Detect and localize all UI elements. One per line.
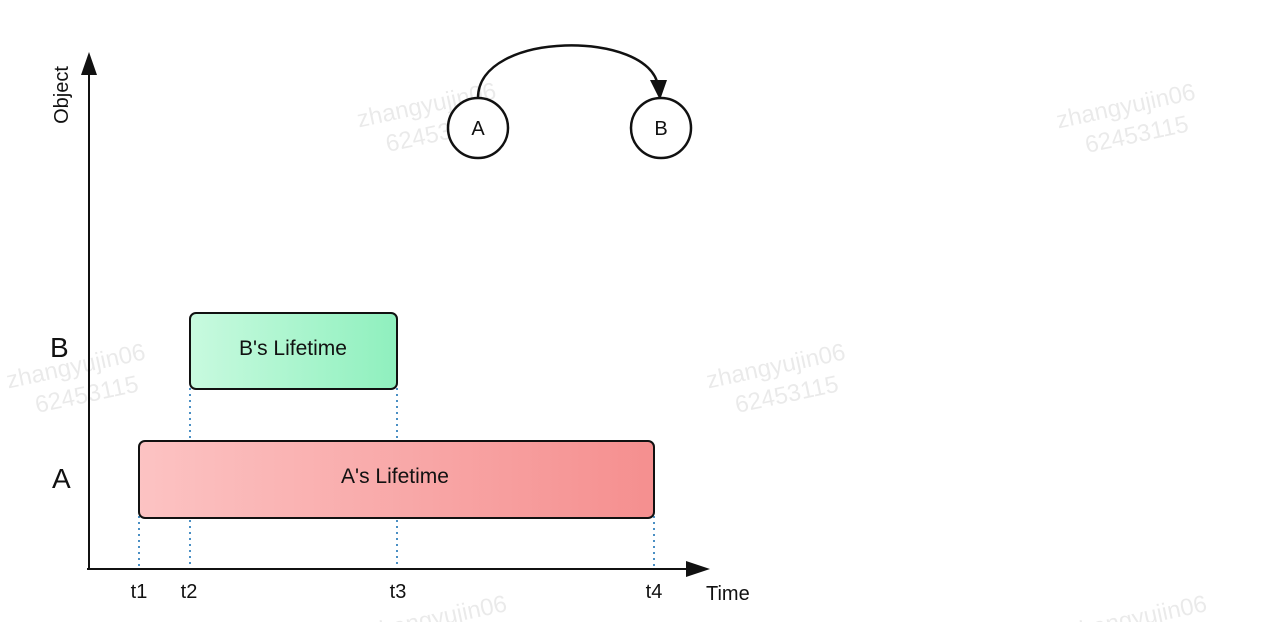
row-label-b: B [50, 332, 69, 363]
row-label-a: A [52, 463, 71, 494]
x-axis-title: Time [706, 583, 750, 605]
watermark-user: zhangyujin06 [1065, 590, 1209, 622]
watermark-user: zhangyujin06 [365, 590, 509, 622]
y-axis-title: Object [51, 66, 73, 124]
b-lifetime-bar [189, 312, 398, 390]
tick-label-t1: t1 [131, 581, 148, 603]
watermark-6: zhangyujin06 [1065, 590, 1209, 622]
node-a-circle [446, 96, 510, 160]
a-lifetime-bar [138, 440, 655, 519]
y-axis-arrowhead [81, 52, 97, 75]
tick-label-t3: t3 [390, 581, 407, 603]
watermark-5: zhangyujin06 [365, 590, 509, 622]
reference-arrowhead [650, 80, 667, 100]
tick-label-t2: t2 [181, 581, 198, 603]
x-axis-arrowhead [686, 561, 710, 577]
tick-label-t4: t4 [646, 581, 663, 603]
a-lifetime-label: A's Lifetime [341, 465, 449, 488]
reference-arrow [476, 44, 660, 99]
node-a-label: A [471, 118, 485, 140]
node-b-circle [629, 96, 693, 160]
watermark-4: zhangyujin06 62453115 [704, 339, 848, 419]
node-b-label: B [654, 118, 667, 140]
watermark-3: zhangyujin06 62453115 [4, 339, 148, 419]
watermark-2: zhangyujin06 62453115 [1054, 79, 1198, 159]
b-lifetime-label: B's Lifetime [239, 337, 347, 360]
